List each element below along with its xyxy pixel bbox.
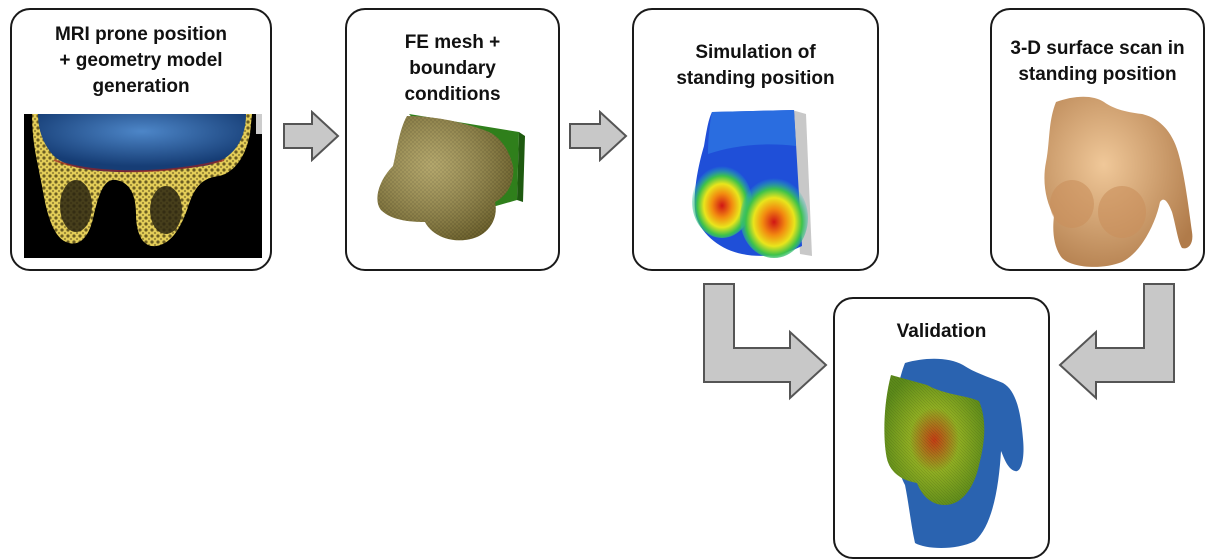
scan-title-line-1: 3-D surface scan in xyxy=(1010,38,1185,59)
simulation-colormap-image xyxy=(692,110,812,258)
validation-title-line-1: Validation xyxy=(896,321,987,342)
mri-title-line-2: + geometry model xyxy=(59,50,223,71)
sim-title-line-1: Simulation of xyxy=(695,42,816,63)
elbow-arrow-icon xyxy=(703,283,828,401)
simulation-step-box: Simulation of standing position xyxy=(632,8,879,271)
fe-mesh-step-title: FE mesh + boundary conditions xyxy=(347,30,558,108)
mri-title-line-1: MRI prone position xyxy=(54,24,228,45)
surface-scan-step-title: 3-D surface scan in standing position xyxy=(992,36,1203,88)
validation-step-box: Validation xyxy=(833,297,1050,559)
validation-overlay-image xyxy=(884,358,1024,548)
simulation-step-title: Simulation of standing position xyxy=(634,40,877,92)
fe-mesh-image xyxy=(377,114,525,241)
mri-title-line-3: generation xyxy=(92,76,190,97)
fe-title-line-1: FE mesh + xyxy=(404,32,501,53)
scan-title-line-2: standing position xyxy=(1018,64,1177,85)
fe-title-line-2: boundary xyxy=(409,58,496,79)
fe-title-line-3: conditions xyxy=(404,84,501,105)
sim-title-line-2: standing position xyxy=(676,68,835,89)
mri-step-box: MRI prone position + geometry model gene… xyxy=(10,8,272,271)
mri-slice-image xyxy=(24,114,262,258)
surface-scan-step-box: 3-D surface scan in standing position xyxy=(990,8,1205,271)
surface-scan-torso-image xyxy=(1044,96,1193,267)
elbow-arrow-icon xyxy=(1058,283,1175,401)
validation-step-title: Validation xyxy=(835,319,1048,345)
mri-step-title: MRI prone position + geometry model gene… xyxy=(12,22,270,100)
right-arrow-icon xyxy=(569,110,628,162)
fe-mesh-step-box: FE mesh + boundary conditions xyxy=(345,8,560,271)
right-arrow-icon xyxy=(283,110,340,162)
